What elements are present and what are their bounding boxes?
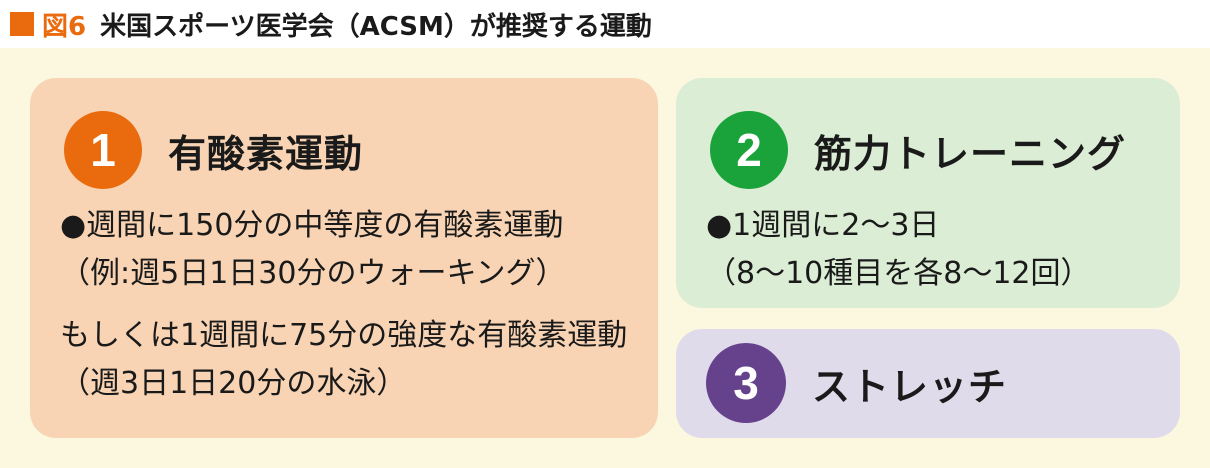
card-body: ●週間に150分の中等度の有酸素運動 （例:週5日1日30分のウォーキング） も… bbox=[60, 202, 627, 408]
body-line: （8〜10種目を各8〜12回） bbox=[706, 256, 1091, 291]
body-line: ●1週間に2〜3日 bbox=[706, 208, 940, 243]
body-line: （例:週5日1日30分のウォーキング） bbox=[60, 256, 566, 291]
card-body: ●1週間に2〜3日 （8〜10種目を各8〜12回） bbox=[706, 202, 1091, 298]
card-header: 1 有酸素運動 bbox=[64, 111, 363, 189]
figure-label: 図6 bbox=[42, 11, 87, 42]
card-header: 2 筋力トレーニング bbox=[710, 111, 1126, 189]
number-badge: 2 bbox=[710, 111, 788, 189]
card-strength-training: 2 筋力トレーニング ●1週間に2〜3日 （8〜10種目を各8〜12回） bbox=[676, 78, 1180, 308]
body-line: （週3日1日20分の水泳） bbox=[60, 366, 407, 401]
number-badge: 1 bbox=[64, 111, 142, 189]
body-line: もしくは1週間に75分の強度な有酸素運動 bbox=[60, 318, 628, 353]
card-title: 筋力トレーニング bbox=[814, 131, 1127, 176]
number-badge: 3 bbox=[706, 343, 786, 423]
card-title: 有酸素運動 bbox=[168, 131, 364, 176]
card-aerobic: 1 有酸素運動 ●週間に150分の中等度の有酸素運動 （例:週5日1日30分のウ… bbox=[30, 78, 658, 438]
card-header: 3 ストレッチ bbox=[706, 343, 1007, 423]
title-square-icon bbox=[10, 12, 34, 36]
figure-canvas: 1 有酸素運動 ●週間に150分の中等度の有酸素運動 （例:週5日1日30分のウ… bbox=[0, 48, 1210, 468]
card-title: ストレッチ bbox=[812, 364, 1008, 409]
card-stretch: 3 ストレッチ bbox=[676, 329, 1180, 438]
page-title: 米国スポーツ医学会（ACSM）が推奨する運動 bbox=[100, 11, 652, 42]
title-bar: 図6 米国スポーツ医学会（ACSM）が推奨する運動 bbox=[0, 0, 1210, 48]
body-line: ●週間に150分の中等度の有酸素運動 bbox=[60, 208, 564, 243]
